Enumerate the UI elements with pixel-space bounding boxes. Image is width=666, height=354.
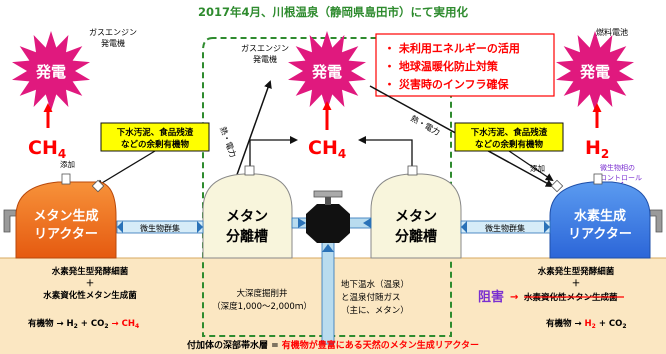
burst-right-shape	[556, 31, 634, 111]
hot-water-label-3: （主に、メタン）	[341, 305, 409, 316]
hydrogen-reactor-port	[593, 173, 603, 185]
right-bacteria-plus: ＋	[572, 279, 581, 289]
power-label-right: 発電	[579, 63, 610, 81]
methane-reactor-tank	[15, 181, 117, 259]
methane-reactor-label-1: メタン生成	[33, 208, 98, 224]
separator-left-label-2: 分離槽	[226, 228, 268, 245]
separator-tank-left: メタン 分離槽	[202, 165, 293, 259]
left-bacteria-1: 水素発生型発酵細菌	[51, 266, 129, 277]
hot-water-label-1: 地下温水（温泉）	[341, 279, 409, 290]
separator-left-label-1: メタン	[226, 209, 268, 225]
hydrogen-reactor-label-1: 水素生成	[574, 208, 626, 224]
right-bacteria-1: 水素発生型発酵細菌	[537, 266, 615, 277]
benefits-box	[375, 33, 555, 97]
organics-right-line-2: などの余剰有機物	[475, 139, 544, 150]
burst-left-shape	[12, 31, 90, 111]
microbe-transfer-left: 微生物群集	[116, 220, 204, 234]
inhibit-arrow: →	[510, 292, 518, 303]
burst-center-shape	[288, 31, 366, 111]
left-side-pipe	[3, 209, 17, 233]
separator-gas-arrow-right	[358, 136, 413, 172]
fuel-cell-caption: 燃料電池	[596, 27, 628, 37]
hot-water-label-2: と温泉付随ガス	[341, 292, 401, 303]
left-generator-caption-2: 発電機	[101, 38, 125, 48]
organics-right-line-1: 下水汚泥、食品残渣	[471, 127, 548, 138]
separator-left-port	[244, 165, 255, 176]
separator-right-label-1: メタン	[395, 209, 437, 225]
organics-left-line-1: 下水汚泥、食品残渣	[117, 127, 194, 138]
valve-body	[306, 204, 350, 243]
power-burst-right: 発電	[556, 31, 634, 111]
left-formula: 有機物 → H2 + CO2 → CH4	[28, 318, 139, 330]
organics-left-line-2: などの余剰有機物	[121, 139, 190, 150]
power-burst-center: 発電	[288, 31, 366, 111]
microbe-transfer-right: 微生物群集	[460, 220, 551, 234]
left-bacteria-plus: ＋	[86, 279, 95, 289]
diagram-title: 2017年4月、川根温泉（静岡県島田市）にて実用化	[198, 5, 469, 19]
separator-right-body	[370, 173, 462, 259]
methane-reactor-port	[61, 173, 71, 185]
inhibit-label: 阻害	[478, 289, 504, 305]
well-label-2: （深度1,000～2,000ｍ）	[212, 301, 312, 312]
pipe-right-arrow	[363, 218, 371, 228]
footer-caption: 付加体の深部帯水層 = 有機物が豊富にある天然のメタン生成リアクター	[187, 339, 479, 351]
power-burst-left: 発電	[12, 31, 90, 111]
well-pipe	[321, 239, 335, 345]
heat-power-label-left: 熱・電力	[218, 125, 238, 158]
methane-reactor-label-2: リアクター	[34, 227, 98, 242]
add-label-right: 添加	[530, 163, 545, 173]
add-arrow-right	[508, 150, 554, 182]
benefit-item-2: ・ 地球温暖化防止対策	[384, 59, 499, 73]
valve-stem	[325, 196, 331, 205]
valve-handle	[313, 190, 343, 198]
separator-gas-arrow-left	[249, 136, 298, 172]
power-label-center: 発電	[311, 63, 342, 81]
pipe-left-arrow	[298, 218, 306, 228]
right-side-pipe	[649, 209, 663, 233]
well-label-1: 大深度掘削井	[236, 288, 287, 299]
microbe-label-right: 微生物群集	[485, 223, 525, 233]
separator-right-port	[407, 165, 418, 176]
ch4-label-left: CH4	[28, 137, 66, 161]
right-formula: 有機物 → H2 + CO2	[546, 318, 627, 330]
benefit-item-1: ・ 未利用エネルギーの活用	[384, 41, 520, 55]
center-generator-caption-1: ガスエンジン	[241, 43, 289, 53]
power-label-left: 発電	[35, 63, 66, 81]
benefit-item-3: ・ 災害時のインフラ確保	[384, 77, 509, 91]
separator-tank-right: メタン 分離槽	[370, 165, 462, 259]
separator-right-label-2: 分離槽	[395, 228, 437, 245]
microbe-control-label-2: コントロール	[600, 174, 642, 182]
microbe-label-left: 微生物群集	[140, 223, 180, 233]
add-arrow-left	[95, 150, 156, 188]
methane-reactor-inlet	[91, 179, 105, 193]
methane-reactor: メタン生成 リアクター	[15, 173, 117, 259]
h2-label-right: H2	[585, 137, 609, 161]
central-valve	[306, 190, 350, 243]
hydrogen-reactor-label-2: リアクター	[568, 227, 632, 242]
microbe-control-label-1: 微生物相の	[600, 163, 635, 172]
left-generator-caption-1: ガスエンジン	[89, 27, 137, 37]
center-generator-caption-2: 発電機	[253, 54, 277, 64]
ch4-label-center: CH4	[308, 137, 346, 161]
hydrogen-reactor: 水素生成 リアクター	[549, 173, 651, 259]
well-pipe-arrow	[322, 244, 334, 252]
add-label-left: 添加	[60, 159, 75, 169]
left-bacteria-2: 水素資化性メタン生成菌	[42, 290, 137, 301]
hydrogen-reactor-inlet	[550, 179, 564, 193]
